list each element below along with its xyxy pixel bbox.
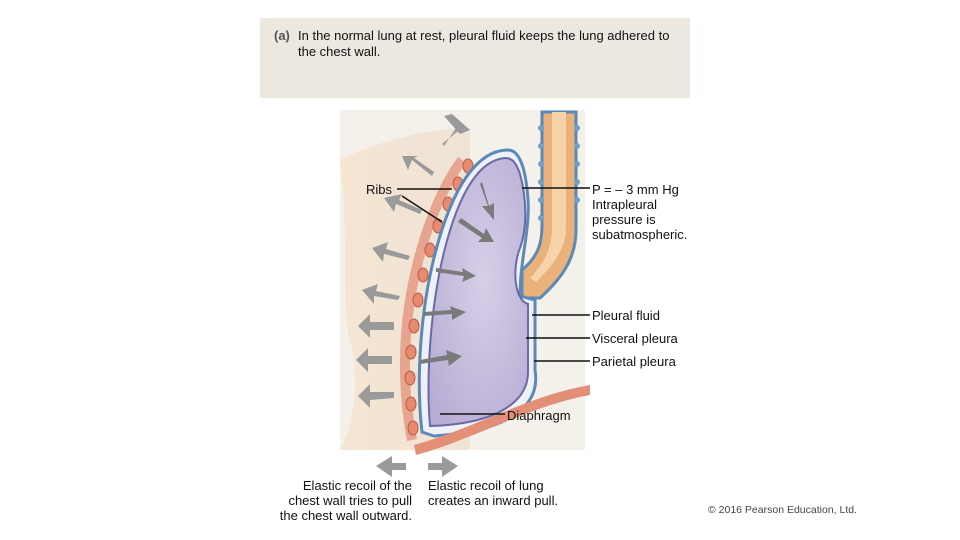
label-parietal-pleura: Parietal pleura — [592, 354, 676, 369]
label-pleural-fluid: Pleural fluid — [592, 308, 660, 323]
label-pressure-desc-1: Intrapleural — [592, 197, 658, 212]
panel-tag: (a) — [274, 28, 290, 43]
outward-arrows — [356, 114, 470, 408]
note-chest-wall-recoil: Elastic recoil of the chest wall tries t… — [258, 478, 412, 523]
label-visceral-pleura: Visceral pleura — [592, 331, 678, 346]
airway-cartilage — [538, 125, 580, 221]
note-chest-wall-line-3: the chest wall outward. — [279, 508, 412, 523]
label-pressure-value: P = – 3 mm Hg — [592, 182, 679, 197]
caption-text: In the normal lung at rest, pleural flui… — [298, 28, 670, 59]
label-diaphragm: Diaphragm — [507, 408, 571, 423]
inward-arrows — [420, 182, 494, 366]
legend-inward-arrow — [428, 456, 458, 477]
label-pressure-desc-2: pressure is — [592, 212, 656, 227]
legend-outward-arrow — [376, 456, 406, 477]
note-chest-wall-line-2: chest wall tries to pull — [288, 493, 412, 508]
label-ribs: Ribs — [366, 182, 393, 197]
label-pressure-desc-3: subatmospheric. — [592, 227, 688, 242]
diaphragm-muscle — [414, 385, 590, 455]
note-lung-line-2: creates an inward pull. — [428, 493, 559, 508]
note-chest-wall-line-1: Elastic recoil of the — [302, 478, 412, 493]
airway-lumen — [530, 112, 566, 282]
leader-lines — [397, 187, 590, 415]
caption-box: (a) In the normal lung at rest, pleural … — [260, 18, 690, 98]
parietal-layer — [399, 157, 467, 441]
note-lung-line-1: Elastic recoil of lung — [428, 478, 544, 493]
note-lung-recoil: Elastic recoil of lung creates an inward… — [428, 478, 588, 508]
copyright: © 2016 Pearson Education, Ltd. — [708, 504, 858, 516]
